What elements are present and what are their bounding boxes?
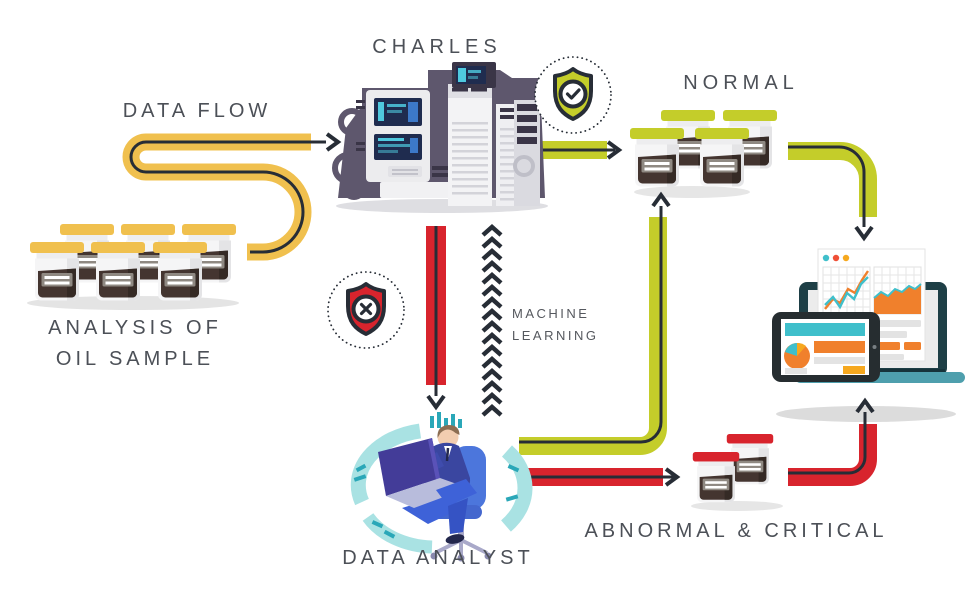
green-lid-jars-icon [630,110,777,187]
analytics-dashboard-icon [772,248,965,383]
data-flow-arrow [122,132,342,261]
server-shadow [336,199,548,213]
label-data-flow: DATA FLOW [122,100,272,122]
analyst-to-abnormal-arrow [519,467,681,487]
analyst-at-laptop-icon [350,412,533,562]
label-abnormal-critical: ABNORMAL & CRITICAL [584,520,888,542]
mainframe-server-icon [332,62,545,206]
chevron-column-icon [481,223,503,417]
charles-to-analyst-arrow [426,226,446,411]
charles-to-normal-arrow [541,140,623,160]
label-analysis-line1: ANALYSIS OF [48,317,222,339]
shield-x-icon [327,271,405,349]
shield-check-icon [534,56,612,134]
red-lid-jars-icon [692,434,774,503]
label-machine-learning: MACHINE LEARNING [512,303,598,347]
normal-jars-shadow [634,186,750,198]
label-analysis-of-oil-sample: ANALYSIS OF OIL SAMPLE [48,313,222,375]
normal-to-dashboard-arrow [788,142,877,242]
label-analysis-line2: OIL SAMPLE [55,348,215,370]
label-machine-line1: MACHINE [512,306,590,321]
label-charles: CHARLES [372,36,502,58]
label-data-analyst: DATA ANALYST [342,547,534,569]
label-normal: NORMAL [683,72,799,94]
analyst-to-normal-arrow [519,191,671,455]
abnormal-to-dashboard-arrow [788,397,877,486]
oil-sample-jars-icon [30,224,236,301]
abnormal-jars-shadow [691,501,783,511]
label-machine-line2: LEARNING [512,328,599,343]
